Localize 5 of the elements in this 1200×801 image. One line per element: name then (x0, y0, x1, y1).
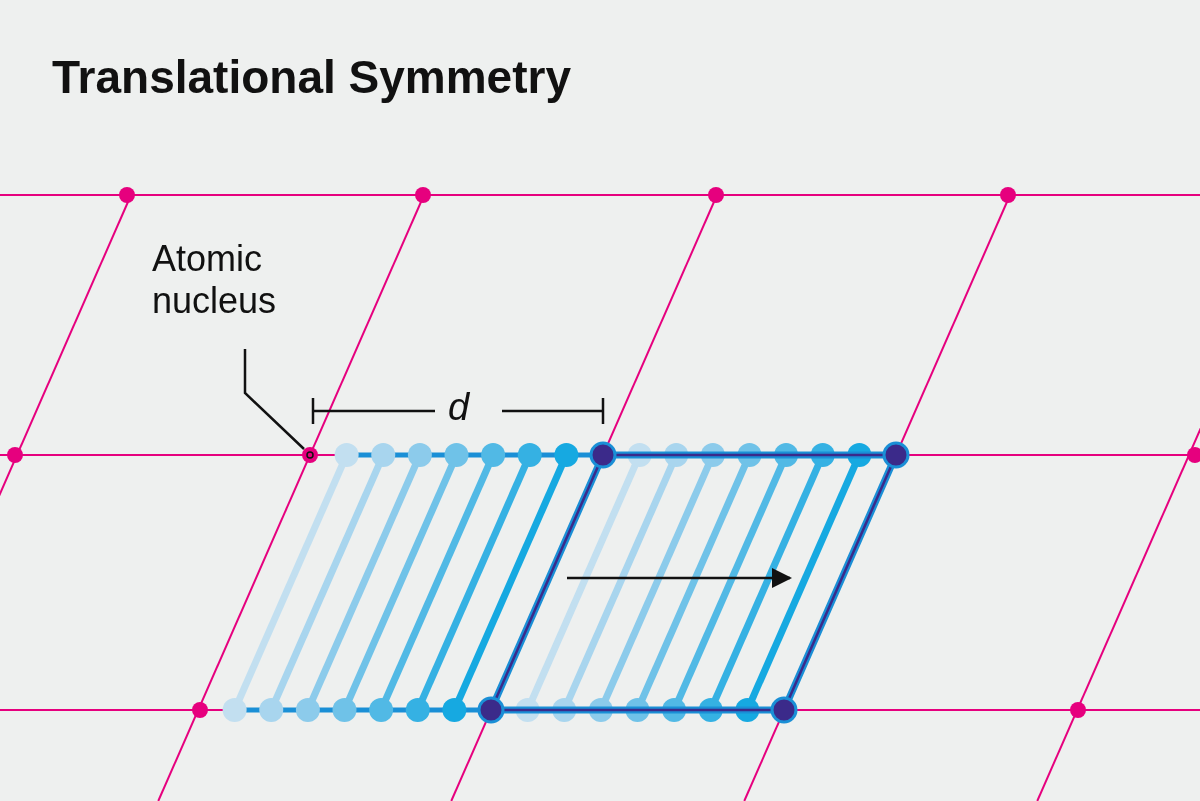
nucleus-dot (302, 447, 318, 463)
callout-label: Atomic nucleus (152, 238, 322, 322)
title: Translational Symmetry (52, 50, 571, 104)
dimension-label: d (448, 386, 470, 429)
leader-line (243, 349, 305, 450)
